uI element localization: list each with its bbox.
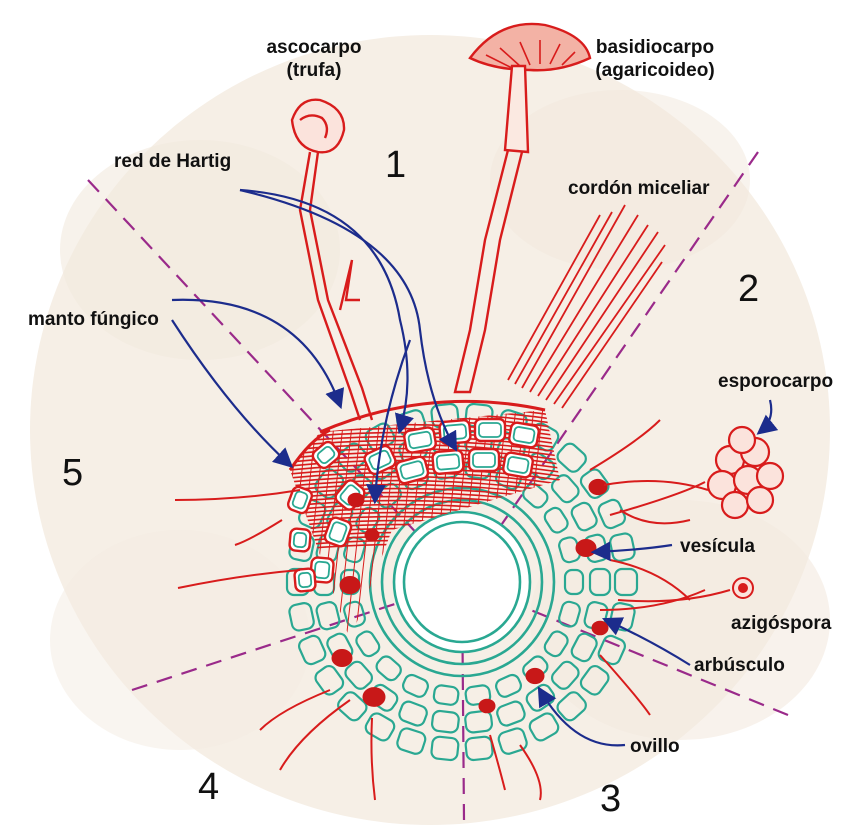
label-ascocarpo-line2: (trufa) — [266, 59, 361, 82]
label-red-de-hartig: red de Hartig — [114, 150, 231, 173]
fungal-blob — [332, 650, 352, 667]
label-azigospora: azigóspora — [731, 612, 831, 635]
fungal-blob — [365, 529, 379, 541]
sector-number-3: 3 — [600, 778, 621, 821]
label-basidiocarpo-line2: (agaricoideo) — [595, 59, 714, 82]
fungal-blob — [526, 668, 544, 683]
sector-number-4: 4 — [198, 766, 219, 809]
ecto-cell — [294, 568, 316, 592]
fungal-blob — [340, 577, 360, 594]
label-ascocarpo: ascocarpo (trufa) — [266, 36, 361, 82]
label-ascocarpo-line1: ascocarpo — [266, 36, 361, 59]
label-basidiocarpo-line1: basidiocarpo — [595, 36, 714, 59]
zygospore-illustration — [733, 578, 753, 598]
fungal-blob — [576, 540, 596, 557]
label-vesicula: vesícula — [680, 535, 755, 558]
sector-number-5: 5 — [62, 452, 83, 495]
label-cordon-miceliar: cordón miceliar — [568, 177, 710, 200]
label-basidiocarpo: basidiocarpo (agaricoideo) — [595, 36, 714, 82]
label-esporocarpo: esporocarpo — [718, 370, 833, 393]
fungal-blob — [479, 699, 495, 713]
label-ovillo: ovillo — [630, 735, 680, 758]
sector-number-1: 1 — [385, 144, 406, 187]
ecto-cell — [289, 528, 311, 552]
fungal-blob — [363, 688, 385, 707]
label-arbusculo: arbúsculo — [694, 654, 785, 677]
sector-number-2: 2 — [738, 268, 759, 311]
fungal-blob — [592, 621, 608, 635]
label-manto-fungico: manto fúngico — [28, 308, 159, 331]
fungal-blob — [348, 493, 364, 507]
fungal-blob — [589, 479, 607, 494]
